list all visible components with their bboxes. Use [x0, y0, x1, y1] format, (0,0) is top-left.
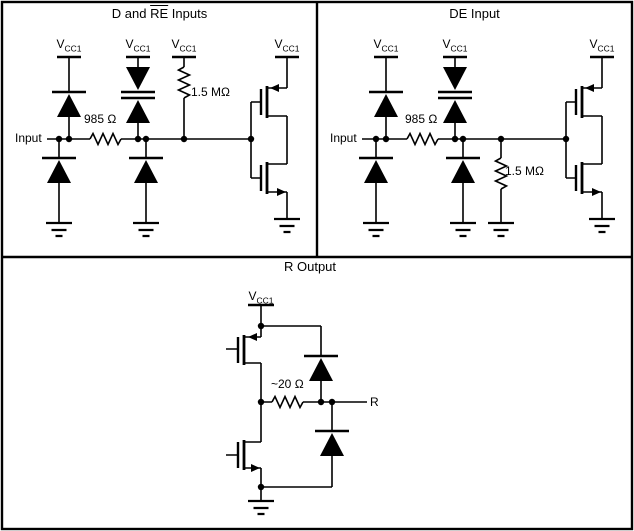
panel-de-circuit	[359, 55, 615, 238]
clamp-diode-pair-to-vcc	[438, 57, 472, 139]
junction-dots	[372, 135, 570, 143]
vcc1-label: VCC1	[231, 290, 291, 307]
vcc1-label: VCC1	[108, 38, 168, 55]
resistor-value-1m5: 1.5 MΩ	[191, 85, 230, 99]
pulldown-resistor-1m5	[488, 139, 514, 238]
nmos-transistor	[226, 440, 262, 501]
input-label: Input	[330, 131, 357, 145]
vcc-base: V	[274, 37, 283, 51]
pmos-transistor	[226, 333, 261, 365]
panel-title-r-output: R Output	[283, 259, 337, 274]
vcc-rail	[248, 303, 274, 337]
vcc-base: V	[171, 37, 180, 51]
esd-diode-to-vcc-1	[52, 57, 86, 139]
panel-title-de: DE Input	[449, 6, 500, 21]
ground-symbol	[46, 221, 72, 238]
nmos-source-arrow	[277, 188, 286, 196]
vcc1-label: VCC1	[39, 38, 99, 55]
vcc-sub: CC1	[597, 43, 615, 54]
title-overline-re: RE	[150, 6, 169, 21]
resistor-value-1m5: 1.5 MΩ	[505, 164, 544, 178]
series-resistor-985	[406, 131, 439, 147]
pmos-transistor	[566, 57, 603, 118]
vcc-sub: CC1	[256, 295, 274, 306]
nmos-source-arrow	[592, 188, 601, 196]
esd-diode-to-gnd-2	[446, 139, 480, 238]
ground-symbol	[248, 499, 274, 516]
ground-symbol	[133, 221, 159, 238]
clamp-diode-pair-to-vcc	[121, 57, 155, 139]
panel-title-d-re: D and RE Inputs	[2, 7, 317, 21]
input-label: Input	[15, 131, 42, 145]
vcc-sub: CC1	[133, 43, 151, 54]
nmos-transistor	[566, 162, 603, 219]
ground-symbol	[363, 221, 389, 238]
vcc1-label: VCC1	[356, 38, 416, 55]
title-text-prefix: D and	[111, 6, 151, 21]
vcc1-label: VCC1	[257, 38, 317, 55]
resistor-value-985: 985 Ω	[84, 112, 117, 126]
clamp-diode-to-gnd	[315, 402, 349, 487]
output-resistor-20	[271, 394, 304, 410]
nmos-transistor	[251, 162, 288, 219]
ground-symbol	[274, 217, 300, 234]
esd-diode-to-vcc-1	[369, 57, 403, 139]
ground-symbol	[589, 217, 615, 234]
junction-dots	[55, 135, 255, 143]
cmos-inverter	[250, 57, 300, 234]
vcc-base: V	[373, 37, 382, 51]
resistor-value-20: ~20 Ω	[271, 377, 304, 391]
vcc-sub: CC1	[64, 43, 82, 54]
nmos-source-arrow	[251, 464, 260, 472]
resistor-value-985: 985 Ω	[405, 112, 438, 126]
junction-dots	[257, 322, 336, 491]
esd-diode-to-gnd-1	[42, 139, 76, 238]
vcc-base: V	[442, 37, 451, 51]
vcc1-label: VCC1	[425, 38, 485, 55]
pmos-source-arrow	[248, 333, 257, 341]
vcc-sub: CC1	[179, 43, 197, 54]
panel-r-output-circuit	[226, 303, 367, 516]
vcc-base: V	[589, 37, 598, 51]
vcc-sub: CC1	[381, 43, 399, 54]
panel-d-re-circuit	[42, 55, 300, 238]
vcc-sub: CC1	[282, 43, 300, 54]
clamp-diode-to-vcc	[304, 326, 338, 402]
vcc-base: V	[248, 289, 257, 303]
ground-symbol	[450, 221, 476, 238]
r-output-label: R	[370, 395, 379, 409]
vcc1-label: VCC1	[154, 38, 214, 55]
ground-symbol	[488, 221, 514, 238]
vcc-base: V	[56, 37, 65, 51]
esd-diode-to-gnd-1	[359, 139, 393, 238]
pmos-source-arrow	[270, 84, 279, 92]
pullup-resistor-1m5	[176, 57, 192, 139]
pmos-source-arrow	[585, 84, 594, 92]
title-text-suffix: Inputs	[168, 6, 208, 21]
series-resistor-985	[89, 131, 122, 147]
vcc1-label: VCC1	[572, 38, 632, 55]
esd-diode-to-gnd-2	[129, 139, 163, 238]
vcc-sub: CC1	[450, 43, 468, 54]
pmos-transistor	[251, 57, 288, 118]
cmos-inverter	[565, 57, 615, 234]
vcc-base: V	[125, 37, 134, 51]
